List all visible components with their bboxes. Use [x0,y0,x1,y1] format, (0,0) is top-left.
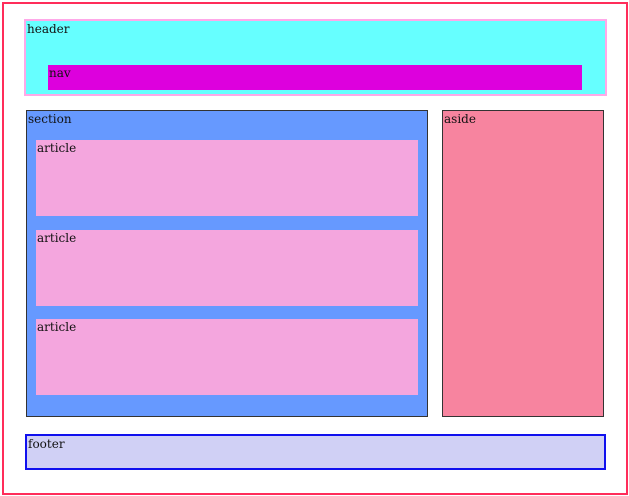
header-label: header [27,22,70,36]
article-block: article [36,230,418,306]
article-label: article [37,141,77,155]
footer-label: footer [28,437,65,451]
nav-block: nav [48,65,582,90]
section-label: section [28,112,72,126]
footer-block: footer [25,434,606,470]
article-block: article [36,319,418,395]
aside-label: aside [444,112,476,126]
article-block: article [36,140,418,216]
article-label: article [37,320,77,334]
nav-label: nav [49,66,71,80]
aside-block: aside [442,110,604,417]
article-label: article [37,231,77,245]
